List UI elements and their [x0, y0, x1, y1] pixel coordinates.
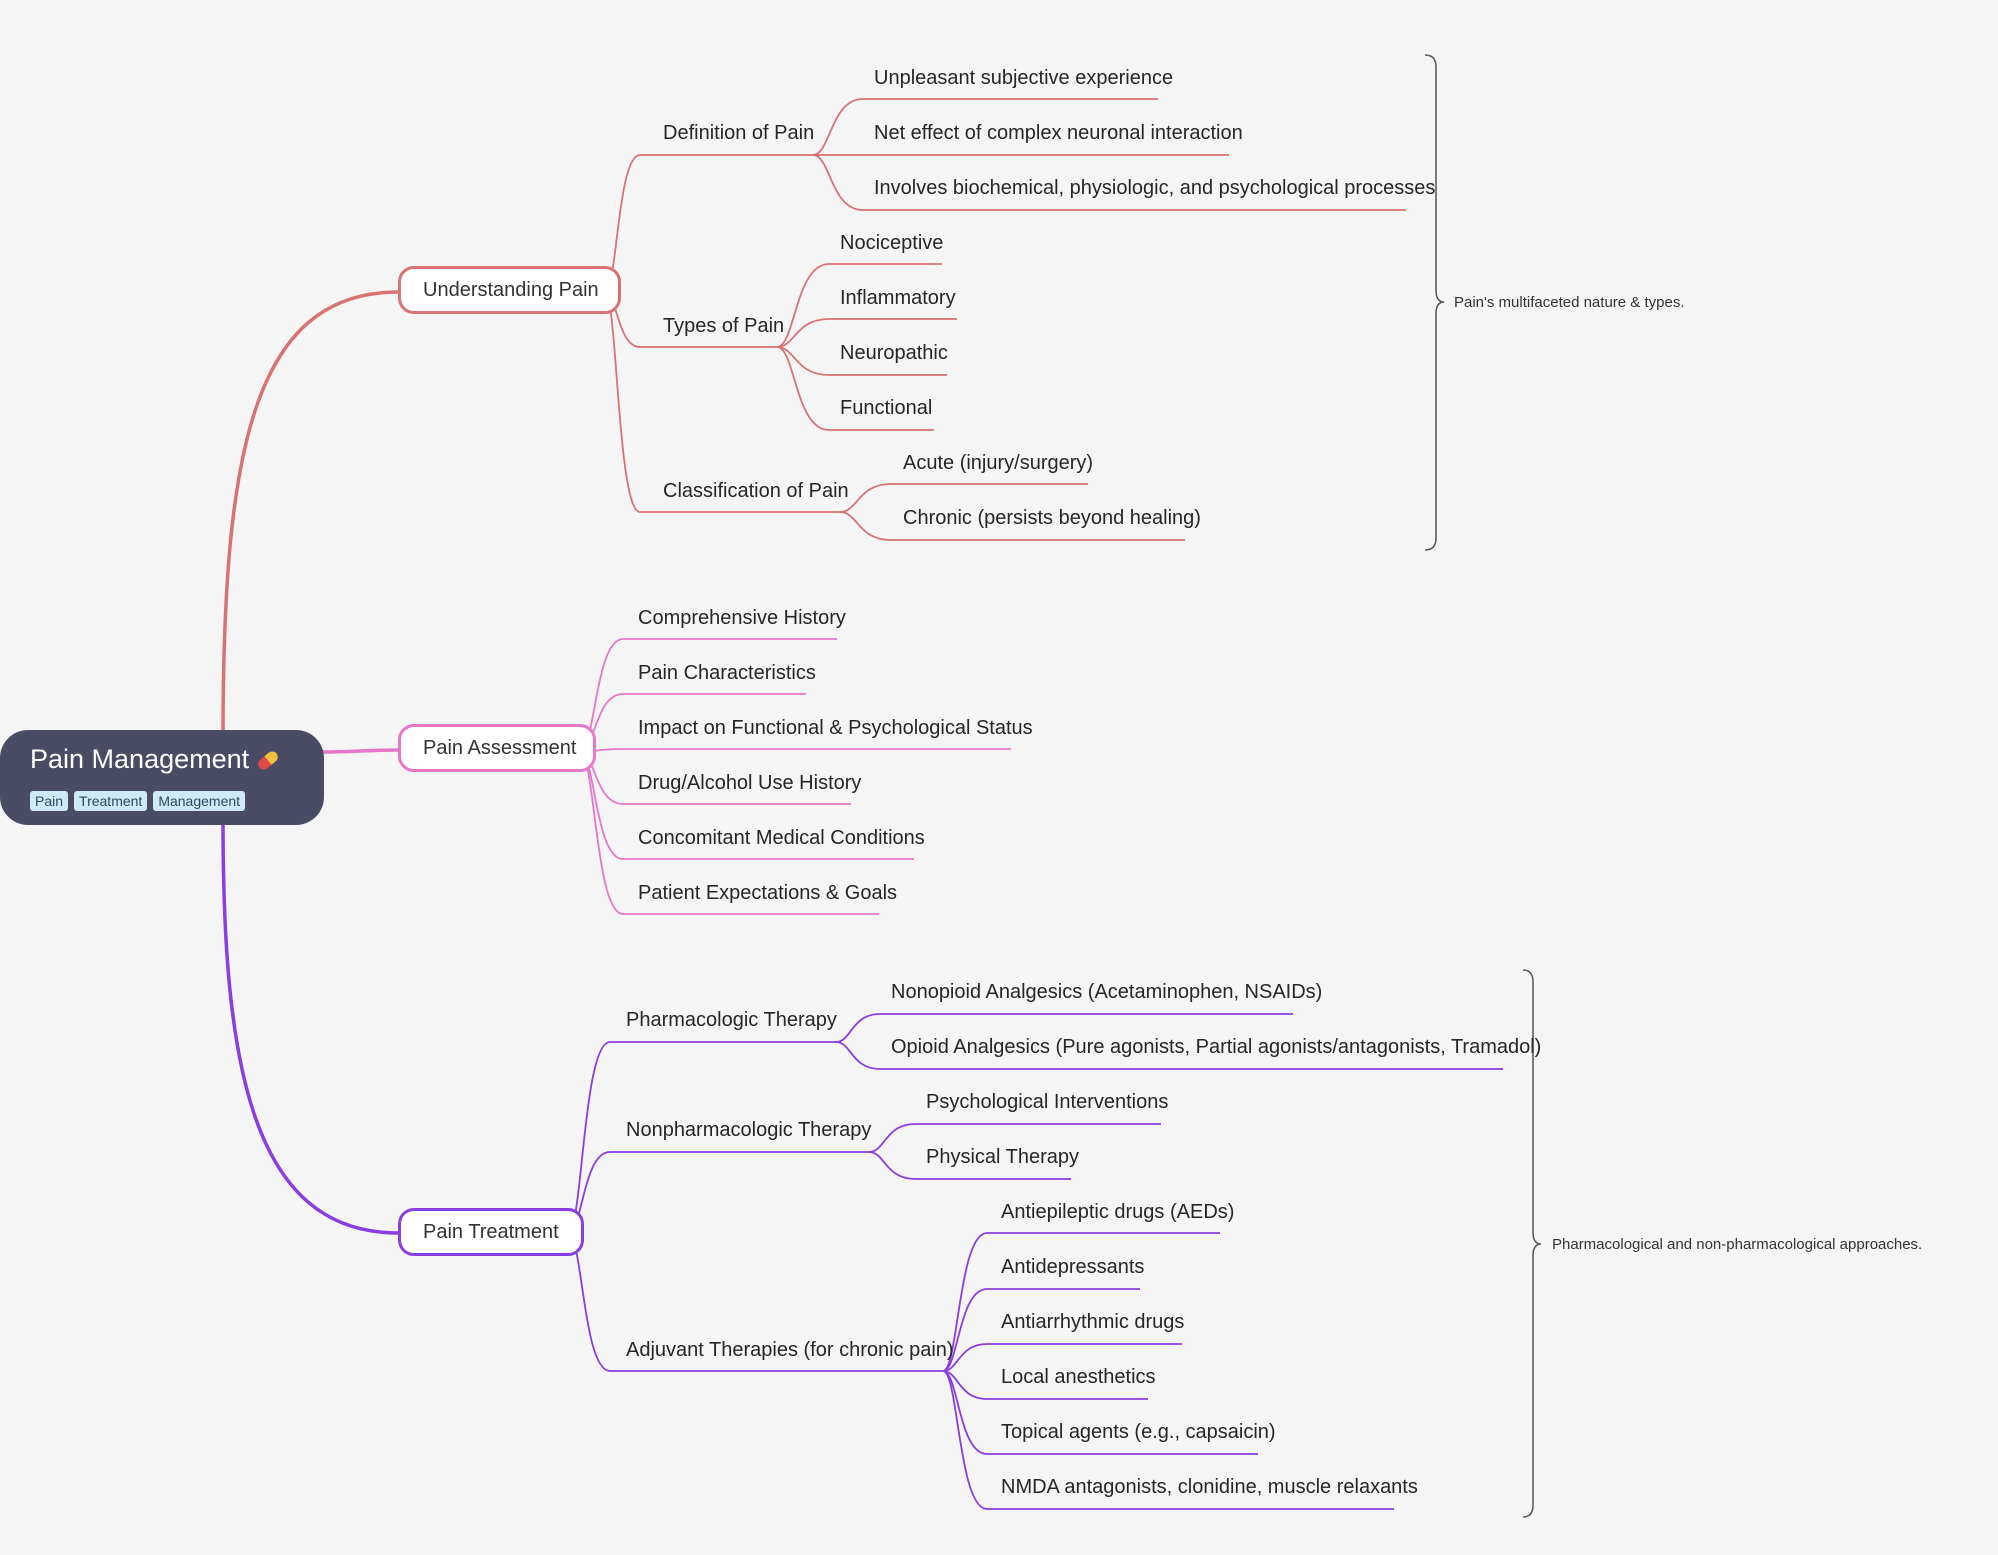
subtopic-item[interactable]: Involves biochemical, physiologic, and p…: [874, 177, 1436, 199]
subtopic-item[interactable]: Nociceptive: [840, 232, 944, 254]
connector-line: [776, 346, 830, 376]
connector-line: [776, 263, 830, 348]
assessment-item[interactable]: Impact on Functional & Psychological Sta…: [638, 717, 1033, 739]
summary-treatment[interactable]: Pharmacological and non-pharmacological …: [1552, 1236, 1923, 1253]
tag[interactable]: Pain: [30, 791, 69, 811]
connector-line: [868, 1151, 916, 1180]
tag[interactable]: Management: [153, 791, 246, 811]
subtopic-item[interactable]: Physical Therapy: [926, 1146, 1080, 1168]
connector-line: [812, 154, 864, 211]
summary-brace: [1522, 969, 1542, 1518]
subtopic-item[interactable]: Unpleasant subjective experience: [874, 67, 1174, 89]
connector-line: [868, 1123, 916, 1153]
connector-line: [567, 1041, 611, 1234]
subtopic-item[interactable]: Local anesthetics: [1001, 1366, 1156, 1388]
assessment-item[interactable]: Pain Characteristics: [638, 662, 816, 684]
connector-line: [942, 1370, 988, 1510]
assessment-item[interactable]: Drug/Alcohol Use History: [638, 772, 862, 794]
tag-list: Pain Treatment Management: [30, 791, 246, 811]
topic-pharmacologic-therapy[interactable]: Pharmacologic Therapy: [626, 1009, 837, 1031]
connector-line: [942, 1232, 988, 1372]
subtopic-item[interactable]: Acute (injury/surgery): [903, 452, 1094, 474]
connector-line: [604, 291, 641, 513]
root-connector: [321, 748, 399, 754]
connector-line: [942, 1370, 988, 1400]
pill-icon: [256, 749, 281, 773]
summary-brace: [1424, 54, 1445, 551]
root-title-text: Pain Management: [30, 744, 250, 774]
subtopic-item[interactable]: Nonopioid Analgesics (Acetaminophen, NSA…: [891, 981, 1323, 1003]
subtopic-item[interactable]: Chronic (persists beyond healing): [903, 507, 1201, 529]
topic-classification-of-pain[interactable]: Classification of Pain: [663, 480, 849, 502]
root-connector: [221, 819, 399, 1235]
branch-understanding-pain[interactable]: Understanding Pain: [398, 266, 621, 314]
tag[interactable]: Treatment: [74, 791, 148, 811]
connector-line: [579, 751, 624, 915]
subtopic-item[interactable]: Neuropathic: [840, 342, 948, 364]
root-connector: [221, 290, 399, 741]
subtopic-item[interactable]: Psychological Interventions: [926, 1091, 1169, 1113]
connector-line: [776, 318, 830, 348]
root-title: Pain Management: [30, 742, 281, 776]
connector-line: [942, 1343, 988, 1372]
branch-pain-assessment[interactable]: Pain Assessment: [398, 724, 596, 772]
topic-definition-of-pain[interactable]: Definition of Pain: [663, 122, 815, 144]
subtopic-item[interactable]: Opioid Analgesics (Pure agonists, Partia…: [891, 1036, 1542, 1058]
connector-line: [839, 483, 892, 513]
connector-line: [942, 1288, 988, 1372]
branch-pain-treatment[interactable]: Pain Treatment: [398, 1208, 584, 1256]
assessment-item[interactable]: Patient Expectations & Goals: [638, 882, 898, 904]
connector-line: [835, 1013, 881, 1043]
subtopic-item[interactable]: Topical agents (e.g., capsaicin): [1001, 1421, 1276, 1443]
subtopic-item[interactable]: NMDA antagonists, clonidine, muscle rela…: [1001, 1476, 1418, 1498]
connector-line: [839, 511, 892, 541]
topic-nonpharmacologic-therapy[interactable]: Nonpharmacologic Therapy: [626, 1119, 872, 1141]
assessment-item[interactable]: Concomitant Medical Conditions: [638, 827, 925, 849]
subtopic-item[interactable]: Functional: [840, 397, 933, 419]
connector-line: [776, 346, 830, 431]
topic-types-of-pain[interactable]: Types of Pain: [663, 315, 785, 337]
connector-line: [835, 1041, 881, 1070]
summary-understanding[interactable]: Pain's multifaceted nature & types.: [1454, 294, 1685, 311]
topic-adjuvant-therapies[interactable]: Adjuvant Therapies (for chronic pain): [626, 1339, 954, 1361]
subtopic-item[interactable]: Antiepileptic drugs (AEDs): [1001, 1201, 1235, 1223]
root-topic[interactable]: Pain Management Pain Treatment Managemen…: [0, 730, 324, 825]
assessment-item[interactable]: Comprehensive History: [638, 607, 846, 629]
subtopic-item[interactable]: Inflammatory: [840, 287, 956, 309]
subtopic-item[interactable]: Antidepressants: [1001, 1256, 1145, 1278]
subtopic-item[interactable]: Net effect of complex neuronal interacti…: [874, 122, 1243, 144]
subtopic-item[interactable]: Antiarrhythmic drugs: [1001, 1311, 1185, 1333]
connector-line: [812, 98, 864, 156]
